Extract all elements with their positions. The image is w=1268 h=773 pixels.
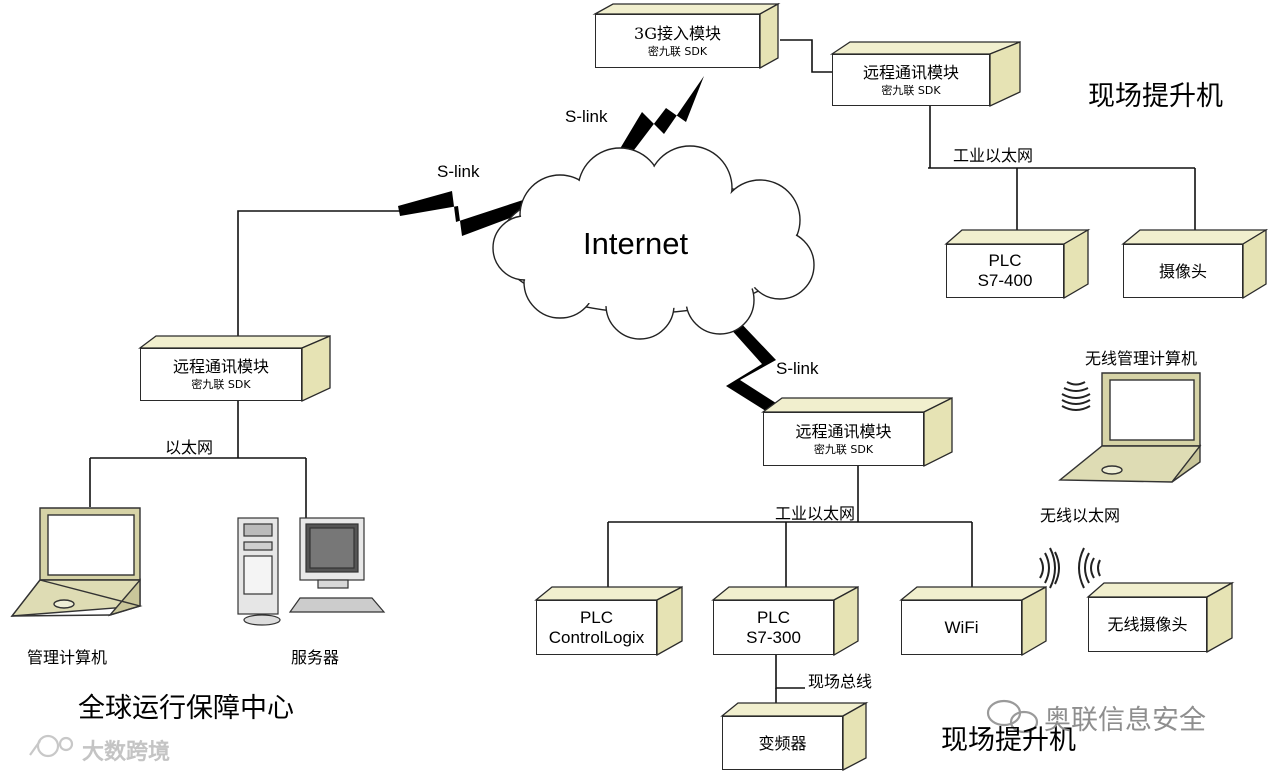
- node-title: 3G接入模块: [634, 23, 721, 43]
- box-3d-faces: [138, 2, 1268, 772]
- node-title: WiFi: [944, 617, 979, 637]
- fieldbus-label: 现场总线: [808, 672, 873, 691]
- global-center-label: 全球运行保障中心: [78, 693, 294, 724]
- wireless-camera: 无线摄像头: [1088, 597, 1207, 652]
- wireless-ethernet-label: 无线以太网: [1040, 506, 1121, 525]
- remote-comm-module-bottom: 远程通讯模块 密九联 SDK: [763, 412, 924, 466]
- remote-comm-module-left: 远程通讯模块 密九联 SDK: [140, 348, 302, 401]
- internet-label: Internet: [583, 226, 689, 261]
- lightning-link-icon: [398, 191, 526, 236]
- 3g-access-module: 3G接入模块 密九联 SDK: [595, 14, 760, 68]
- node-subtitle: S7-400: [977, 271, 1033, 290]
- lightning-link-icon: [726, 318, 790, 420]
- laptop-icon: [10, 507, 143, 617]
- watermark-text-right: 奥联信息安全: [1044, 705, 1206, 735]
- node-subtitle: 密九联 SDK: [191, 378, 251, 391]
- site-label-bottom: 现场提升机: [941, 725, 1076, 756]
- wireless-signal-icon: [1061, 381, 1091, 411]
- plc-controllogix: PLC ControlLogix: [536, 600, 657, 655]
- node-title: PLC: [756, 607, 791, 627]
- inverter: 变频器: [722, 716, 843, 770]
- wireless-mgmt-computer-label: 无线管理计算机: [1085, 349, 1198, 368]
- lightning-link-icon: [612, 76, 704, 162]
- s-link-label-bottom: S-link: [776, 359, 819, 378]
- server-icon: [237, 517, 386, 626]
- wechat-icon: [986, 699, 1039, 734]
- node-title: PLC: [988, 251, 1022, 270]
- plc-s7-400: PLC S7-400: [946, 244, 1064, 298]
- watermark-text-left: 大数跨境: [82, 739, 171, 764]
- node-title: 变频器: [758, 733, 807, 753]
- industrial-ethernet-label-top: 工业以太网: [953, 146, 1034, 165]
- node-title: 摄像头: [1158, 261, 1207, 281]
- server-label: 服务器: [291, 648, 340, 667]
- node-subtitle: 密九联 SDK: [813, 442, 874, 456]
- node-title: 远程通讯模块: [862, 62, 959, 82]
- node-title: 远程通讯模块: [795, 421, 892, 441]
- watermark-logo-icon: [29, 734, 74, 758]
- connection-lines: [89, 39, 1196, 716]
- ethernet-label-left: 以太网: [165, 438, 214, 457]
- node-subtitle: 密九联 SDK: [881, 83, 941, 97]
- node-subtitle: 密九联 SDK: [647, 44, 708, 58]
- node-subtitle: S7-300: [746, 627, 801, 647]
- camera-top: 摄像头: [1123, 244, 1243, 298]
- site-label-top: 现场提升机: [1088, 81, 1223, 112]
- laptop-icon: [1058, 372, 1202, 483]
- remote-comm-module-top: 远程通讯模块 密九联 SDK: [832, 54, 990, 106]
- industrial-ethernet-label-bottom: 工业以太网: [775, 504, 856, 523]
- s-link-label-left: S-link: [437, 162, 480, 181]
- wireless-signal-icon: [1039, 547, 1060, 589]
- node-title: 无线摄像头: [1107, 615, 1188, 634]
- node-title: PLC: [579, 607, 614, 627]
- wifi-node: WiFi: [901, 600, 1022, 655]
- node-subtitle: ControlLogix: [548, 627, 645, 647]
- mgmt-computer-label: 管理计算机: [27, 648, 108, 667]
- node-title: 远程通讯模块: [172, 357, 269, 376]
- plc-s7-300: PLC S7-300: [713, 600, 834, 655]
- wireless-signal-icon: [1078, 547, 1101, 589]
- s-link-label-top: S-link: [565, 107, 608, 126]
